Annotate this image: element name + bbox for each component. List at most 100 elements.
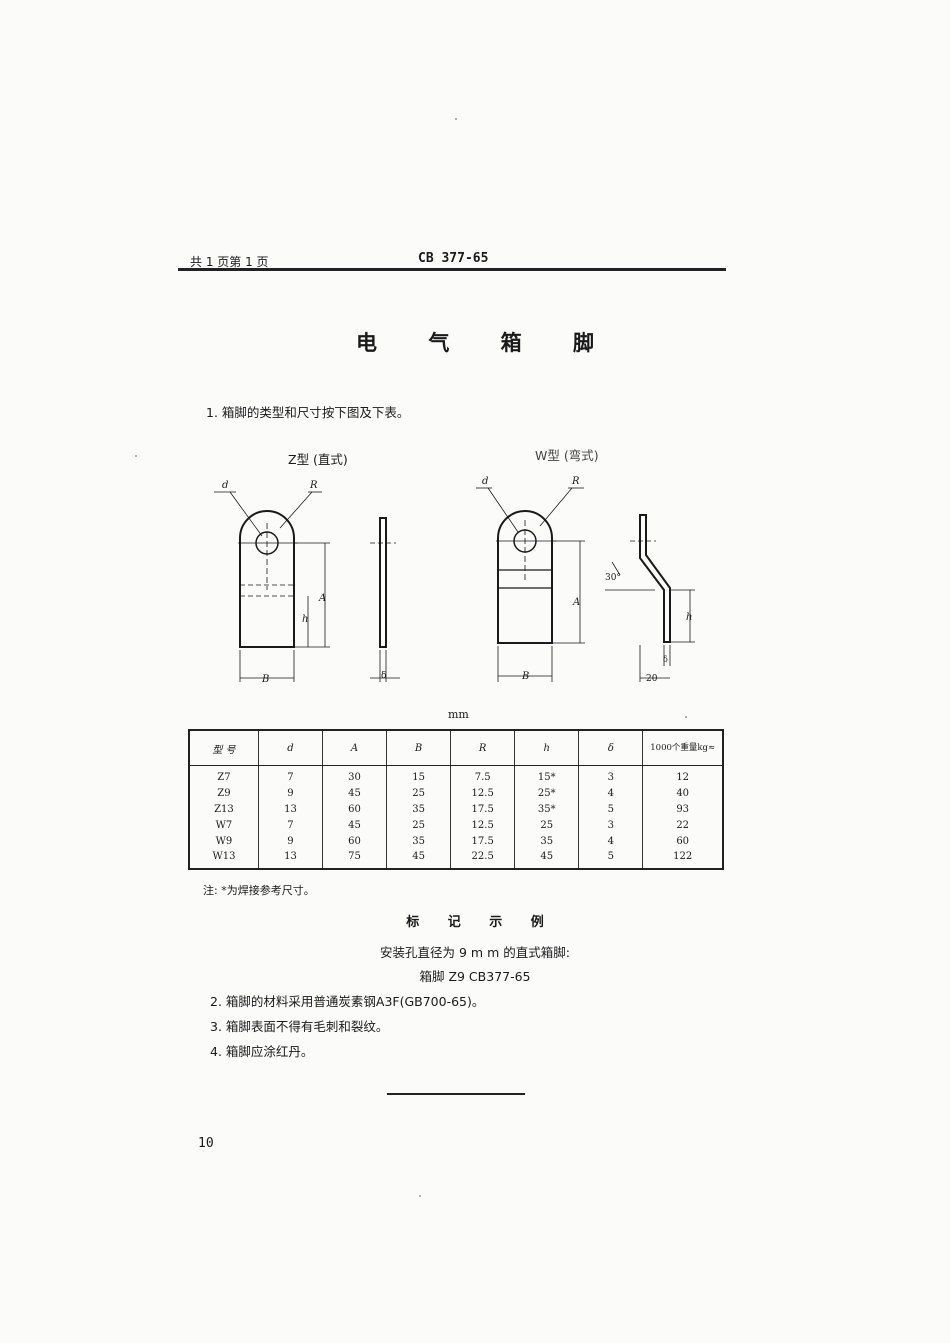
clause-3: 3. 箱脚表面不得有毛刺和裂纹。 [210,1019,389,1034]
table-cell: 12.5 [450,817,515,834]
table-cell: 3 [578,765,643,786]
table-header-row: 型 号 d A B R h δ 1000个重量kg≈ [189,730,723,766]
table-cell: 60 [321,833,387,849]
z-type-caption: Z型 (直式) [288,452,348,467]
table-cell: 9 [257,785,323,802]
table-cell: 13 [257,801,323,818]
table-cell: 7.5 [450,765,515,786]
standard-code: CB 377-65 [418,251,489,266]
header-rule [178,268,726,271]
table-cell: 93 [642,801,723,818]
w-label-delta: δ [663,655,668,664]
table-cell: 9 [257,833,323,849]
table-cell: Z13 [214,803,234,815]
z-label-d: d [222,480,228,491]
col-header-h: h [514,730,579,766]
z-label-R: R [309,480,318,491]
table-cell: 25 [514,817,579,834]
page-number: 10 [198,1136,214,1151]
col-header-B: B [386,730,451,766]
w-label-R: R [571,476,580,487]
table-cell: 35 [514,833,579,849]
table-cell: 35* [514,801,579,818]
w-type-caption: W型 (弯式) [535,448,599,463]
table-cell: 25 [386,817,451,834]
z-side-view [370,517,400,682]
w-side-view [605,514,695,682]
page-title: 电 气 箱 脚 [356,330,616,355]
col-header-delta: δ [578,730,643,766]
col-header-weight: 1000个重量kg≈ [642,730,723,766]
clause-1: 1. 箱脚的类型和尺寸按下图及下表。 [206,405,410,420]
table-cell: 15* [514,765,579,786]
table-cell: W9 [215,835,233,847]
table-cell: Z9 [217,788,231,800]
scan-speck [419,1195,421,1197]
table-cell: 45 [386,848,451,869]
table-cell: 75 [321,848,387,869]
table-cell: 7 [257,765,323,786]
table-cell: 15 [386,765,451,786]
table-cell: W13 [212,851,236,863]
table-cell: 7 [257,817,323,834]
col-header-d: d [257,730,323,766]
w-label-B: B [521,671,529,682]
table-cell: 122 [642,848,723,869]
page-count: 共 1 页第 1 页 [190,255,269,269]
col-header-model: 型 号 [189,730,259,766]
scan-speck [455,118,457,120]
table-cell: 17.5 [450,833,515,849]
table-unit: mm [448,708,469,721]
col-header-A: A [321,730,387,766]
z-label-A: A [318,593,326,604]
table-cell: 22 [642,817,723,834]
table-cell: 45 [321,817,387,834]
w-label-angle: 30° [605,573,621,583]
w-label-h: h [686,612,692,623]
end-rule [387,1093,525,1095]
w-label-20: 20 [646,674,658,684]
w-front-view [476,487,585,682]
table-cell: 13 [257,848,323,869]
table-cell: 5 [578,848,643,869]
marking-example: 箱脚 Z9 CB377-65 [419,969,531,984]
table-cell: 3 [578,817,643,834]
table-cell: 17.5 [450,801,515,818]
table-cell: 25* [514,785,579,802]
z-front-view [214,491,330,682]
w-label-A: A [572,597,580,608]
col-header-R: R [450,730,515,766]
z-label-h: h [302,614,308,625]
table-cell: W7 [215,819,233,831]
table-cell: 30 [321,765,387,786]
table-cell: 4 [578,785,643,802]
table-note: 注: *为焊接参考尺寸。 [203,884,315,897]
table-cell: 12.5 [450,785,515,802]
table-cell: 60 [642,833,723,849]
z-label-delta: δ [381,671,386,681]
marking-description: 安装孔直径为 9 m m 的直式箱脚: [380,945,570,960]
table-cell: 45 [514,848,579,869]
table-cell: 35 [386,833,451,849]
clause-4: 4. 箱脚应涂红丹。 [210,1044,314,1059]
table-cell: Z7 [217,772,231,784]
clause-2: 2. 箱脚的材料采用普通炭素钢A3F(GB700-65)。 [210,994,485,1009]
table-cell: 45 [321,785,387,802]
marking-heading: 标 记 示 例 [406,915,556,930]
scan-speck [685,716,687,718]
z-label-B: B [261,674,269,685]
table-cell: 60 [321,801,387,818]
bracket-drawings: d R A h B δ d R A B [214,476,695,685]
table-cell: 12 [642,765,723,786]
table-cell: 40 [642,785,723,802]
table-cell: 35 [386,801,451,818]
scan-speck [135,455,137,457]
